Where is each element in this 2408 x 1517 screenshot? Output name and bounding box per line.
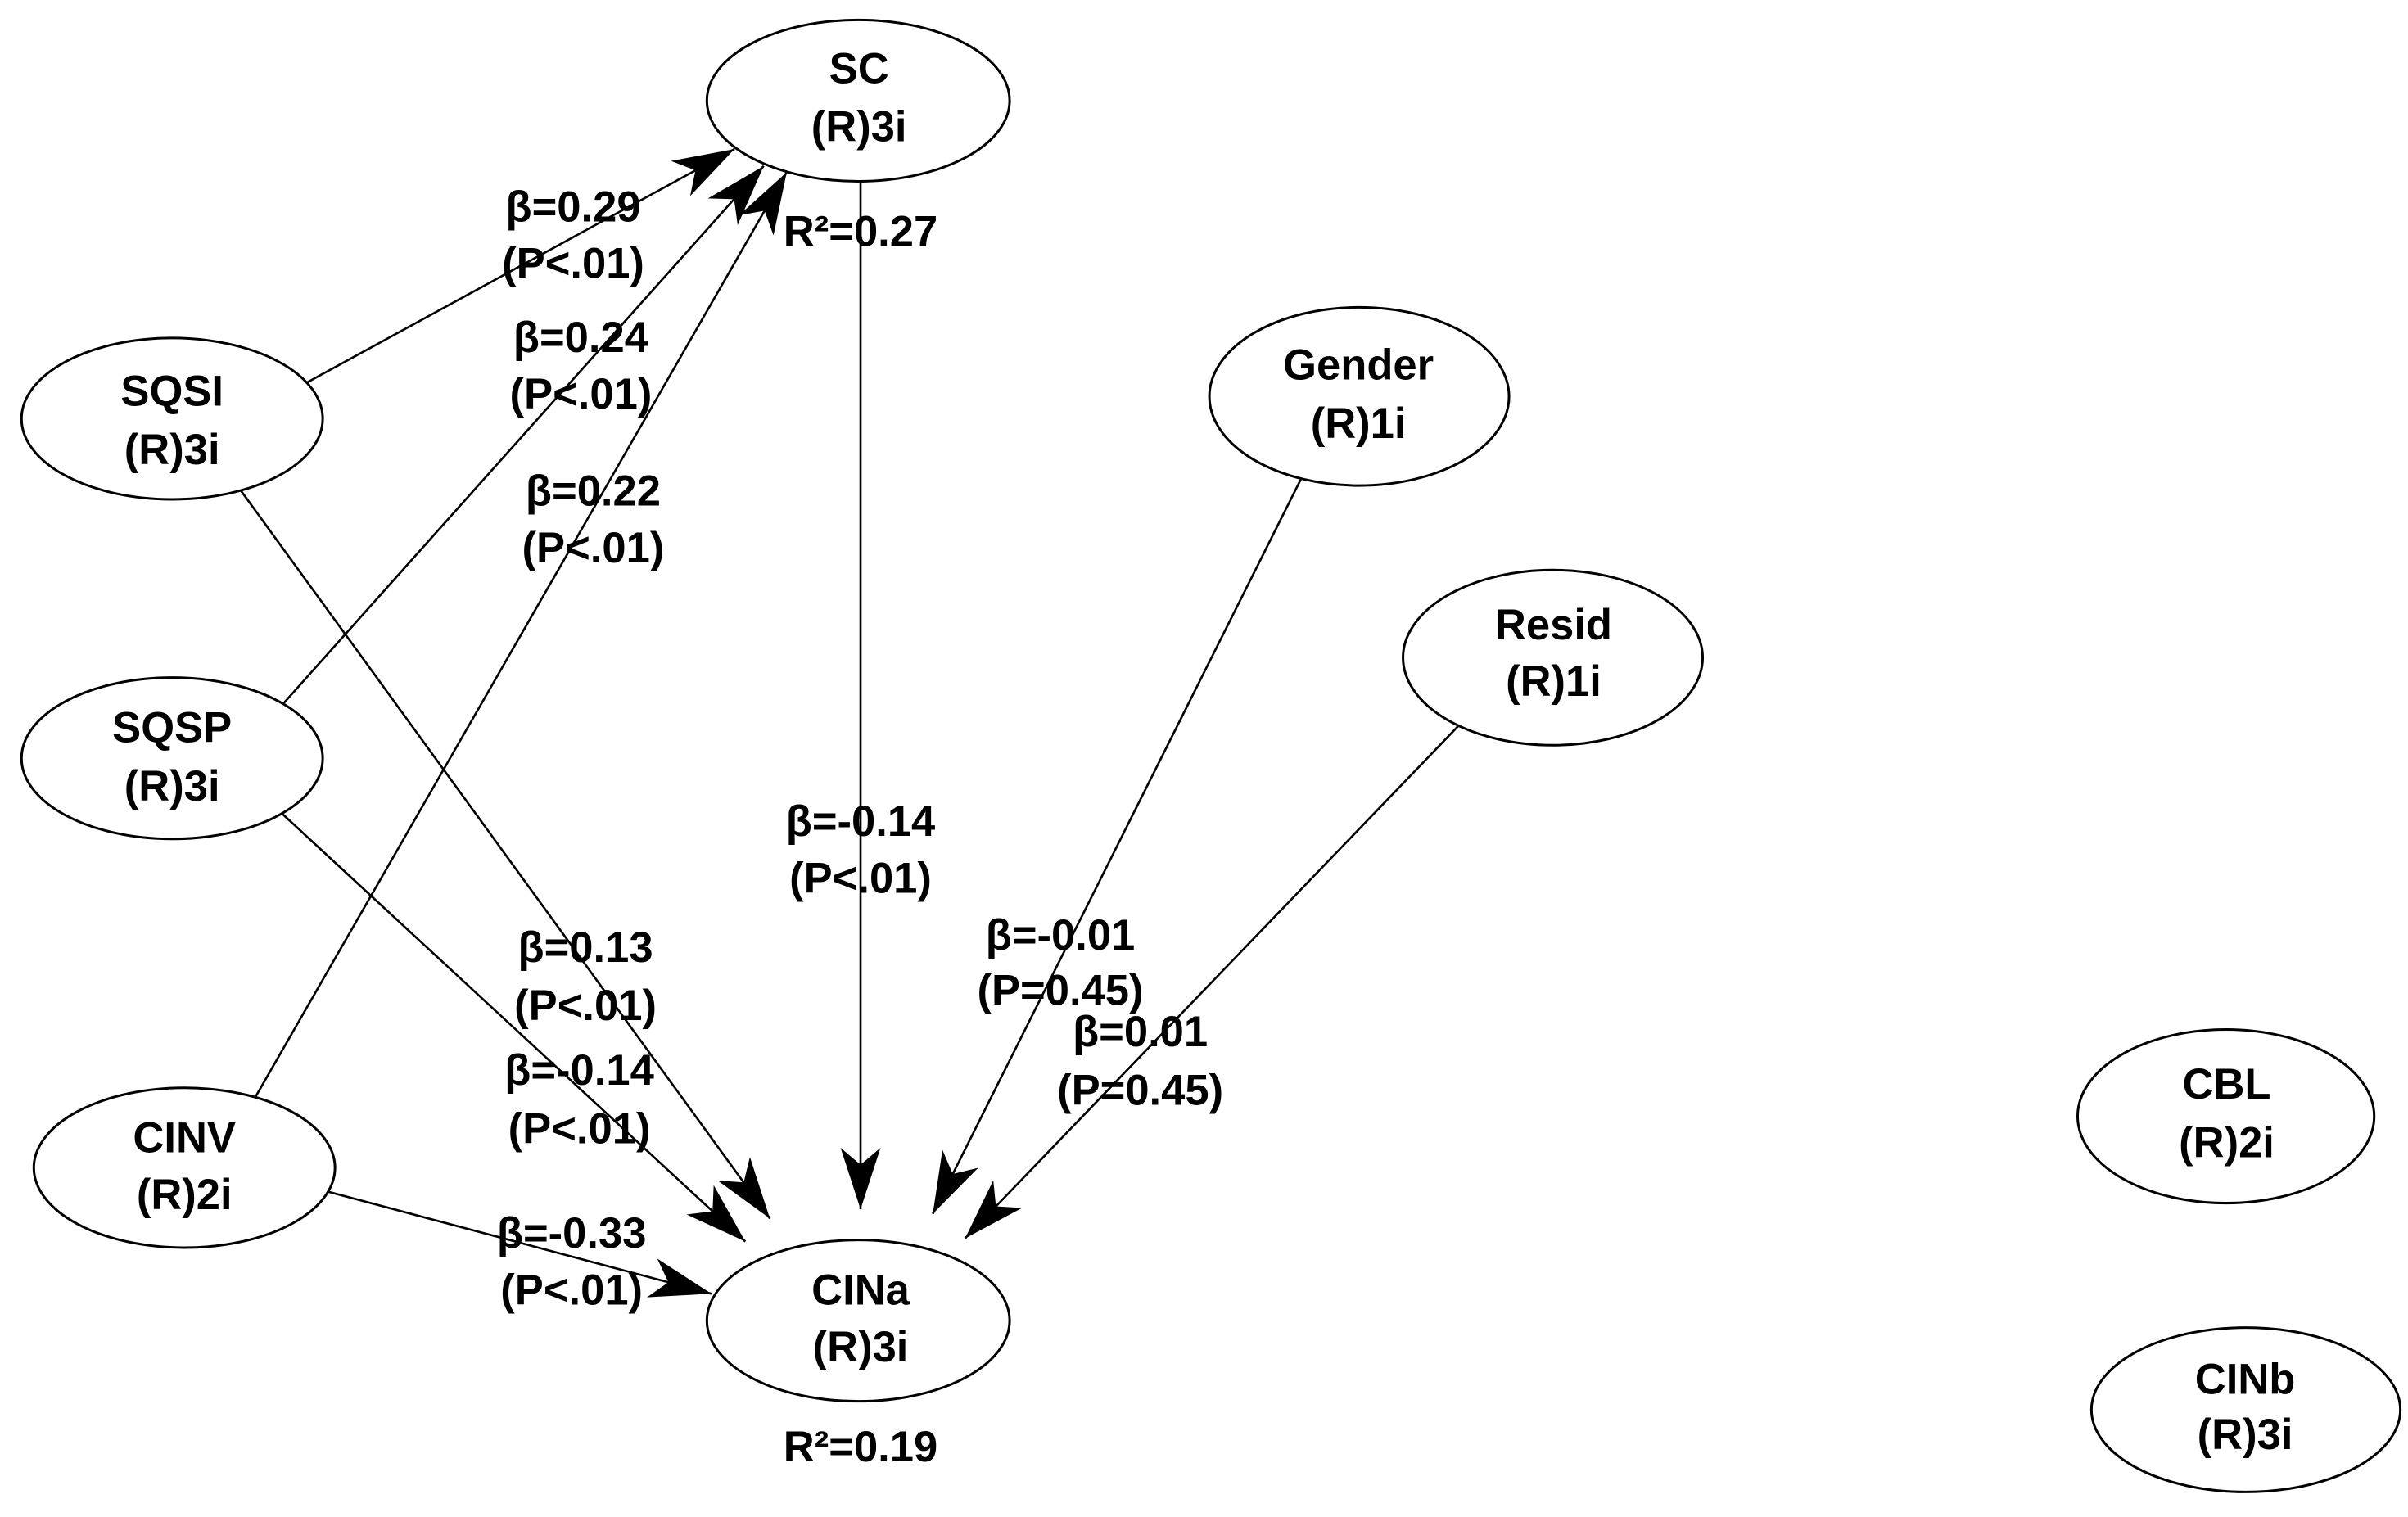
edge-sqsp-to-cina xyxy=(260,793,747,1243)
node-cbl-ellipse xyxy=(2076,1027,2376,1205)
edge-cinv-to-cina xyxy=(307,1185,712,1298)
edge-sqsp-cina-beta: β=-0.14 xyxy=(504,1046,654,1095)
edge-sc-cina-beta: β=-0.14 xyxy=(786,797,936,846)
node-sqsp-info: (R)3i xyxy=(124,762,220,810)
node-gender-info: (R)1i xyxy=(1311,400,1407,448)
node-sqsi-ellipse xyxy=(20,336,324,501)
node-cbl-name: CBL xyxy=(2183,1060,2271,1108)
edge-gender-cina-beta: β=-0.01 xyxy=(986,911,1136,959)
edge-sqsi-sc-p: (P<.01) xyxy=(502,240,644,288)
node-cina-r-squared: R²=0.19 xyxy=(784,1423,937,1471)
edge-labels: β=0.29 (P<.01) β=0.24 (P<.01) β=0.22 (P<… xyxy=(497,183,1223,1314)
edge-sqsp-cina-p: (P<.01) xyxy=(508,1104,651,1153)
node-resid-name: Resid xyxy=(1495,601,1612,649)
node-cinb-ellipse xyxy=(2089,1326,2402,1493)
node-gender-name: Gender xyxy=(1283,341,1434,390)
node-resid-ellipse xyxy=(1402,568,1705,747)
node-sc-ellipse xyxy=(705,18,1011,183)
edge-lines xyxy=(229,147,1478,1298)
node-sc-r-squared: R²=0.27 xyxy=(784,207,937,255)
edge-sqsi-to-sc xyxy=(283,147,735,396)
edge-gender-to-cina xyxy=(932,453,1315,1215)
node-gender: Gender (R)1i xyxy=(1208,305,1511,487)
node-resid-info: (R)1i xyxy=(1506,657,1602,706)
edge-sc-cina-p: (P<.01) xyxy=(789,854,932,902)
edge-gender-cina-p: (P=0.45) xyxy=(978,966,1144,1014)
node-cbl-info: (R)2i xyxy=(2179,1118,2275,1167)
edge-sqsi-cina-beta: β=0.13 xyxy=(518,923,653,972)
edge-cinv-sc-p: (P<.01) xyxy=(522,524,665,572)
node-cinb: CINb (R)3i xyxy=(2089,1326,2402,1493)
node-cina-name: CINa xyxy=(811,1266,910,1314)
edge-resid-to-cina xyxy=(964,706,1478,1239)
edge-cinv-cina-p: (P<.01) xyxy=(500,1266,643,1314)
node-cinb-name: CINb xyxy=(2195,1355,2296,1403)
node-cina: CINa (R)3i R²=0.19 xyxy=(705,1239,1011,1471)
edge-sqsi-sc-beta: β=0.29 xyxy=(506,183,641,231)
edge-sqsp-sc-p: (P<.01) xyxy=(510,370,653,418)
node-cinv-info: (R)2i xyxy=(137,1171,233,1219)
node-sqsp-name: SQSP xyxy=(112,704,232,752)
node-sqsi-info: (R)3i xyxy=(124,426,220,474)
edge-cinv-to-sc xyxy=(240,171,788,1122)
edge-sqsi-to-cina xyxy=(229,476,771,1220)
node-sc-name: SC xyxy=(829,44,889,93)
node-cbl: CBL (R)2i xyxy=(2076,1027,2376,1205)
node-sc-info: (R)3i xyxy=(811,103,907,151)
node-cina-info: (R)3i xyxy=(813,1323,909,1371)
node-resid: Resid (R)1i xyxy=(1402,568,1705,747)
node-sc: SC (R)3i R²=0.27 xyxy=(705,18,1011,255)
node-cinv: CINV (R)2i xyxy=(32,1086,337,1249)
node-cina-ellipse xyxy=(705,1239,1011,1403)
edge-resid-cina-p: (P=0.45) xyxy=(1057,1066,1223,1114)
node-sqsp: SQSP (R)3i xyxy=(20,676,324,841)
node-sqsp-ellipse xyxy=(20,676,324,841)
node-cinb-info: (R)3i xyxy=(2198,1411,2293,1459)
edge-cinv-sc-beta: β=0.22 xyxy=(526,467,661,515)
edge-sqsp-sc-beta: β=0.24 xyxy=(513,314,648,362)
node-sqsi-name: SQSI xyxy=(120,367,224,415)
node-cinv-name: CINV xyxy=(133,1114,236,1163)
edge-resid-cina-beta: β=0.01 xyxy=(1073,1008,1208,1056)
node-gender-ellipse xyxy=(1208,305,1511,487)
edge-cinv-cina-beta: β=-0.33 xyxy=(497,1209,647,1257)
edge-sqsi-cina-p: (P<.01) xyxy=(514,982,657,1030)
node-cinv-ellipse xyxy=(32,1086,337,1249)
node-sqsi: SQSI (R)3i xyxy=(20,336,324,501)
